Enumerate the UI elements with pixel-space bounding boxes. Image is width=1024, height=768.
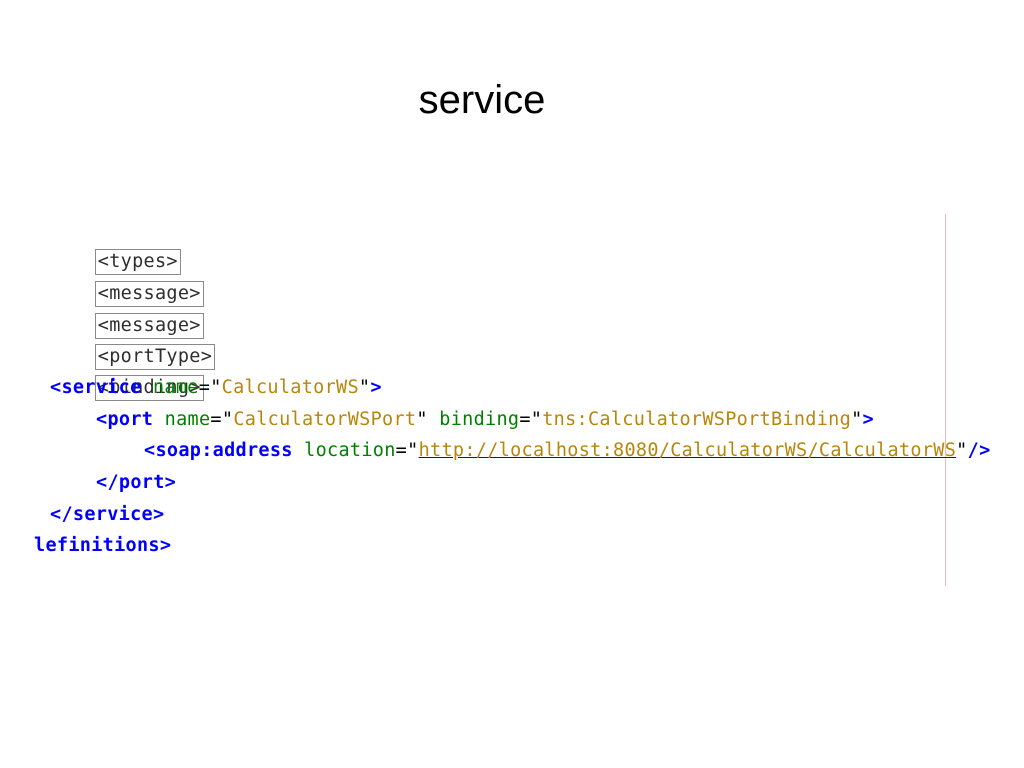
code-line-port-close: </port> (96, 467, 176, 498)
equals-sign: = (395, 440, 408, 461)
code-line-service-open: <service name="CalculatorWS"> (50, 372, 382, 403)
code-line-service-close: </service> (50, 499, 164, 530)
quote-mark: " (851, 409, 863, 430)
code-line-port-open: <port name="CalculatorWSPort" binding="t… (96, 404, 874, 435)
xml-code-editor[interactable]: <types> <message> <message> <portType> <… (0, 214, 1024, 586)
equals-sign: = (210, 409, 222, 430)
service-name-value: CalculatorWS (221, 377, 359, 398)
quote-mark: " (530, 409, 543, 430)
quote-mark: " (956, 440, 968, 461)
quote-mark: " (416, 409, 428, 430)
service-name-attr: name (152, 377, 199, 398)
location-url-link[interactable]: http://localhost:8080/CalculatorWS/Calcu… (418, 440, 957, 461)
folded-binding-node[interactable]: <binding> (94, 375, 204, 401)
equals-sign: = (198, 377, 211, 398)
folded-types-node[interactable]: <types> (94, 249, 181, 275)
code-line-types: <types> (49, 215, 181, 275)
tag-self-close: /> (967, 440, 991, 461)
code-line-porttype: <portType> (49, 310, 216, 370)
code-line-message-1: <message> (49, 247, 204, 307)
code-line-binding: <binding> (49, 341, 204, 401)
port-binding-value: tns:CalculatorWSPortBinding (542, 409, 852, 430)
quote-mark: " (407, 440, 419, 461)
code-line-message-2: <message> (49, 279, 204, 339)
port-open-tag: <port (96, 409, 154, 430)
slide-title: service (418, 78, 546, 122)
port-name-attr: name (164, 409, 211, 430)
equals-sign: = (519, 409, 531, 430)
quote-mark: " (358, 377, 371, 398)
editor-margin-guide (945, 214, 946, 586)
definitions-close-tag: lefinitions> (34, 535, 172, 556)
quote-mark: " (221, 409, 234, 430)
folded-porttype-node[interactable]: <portType> (94, 344, 216, 370)
port-name-value: CalculatorWSPort (233, 409, 417, 430)
quote-mark: " (210, 377, 222, 398)
location-attr: location (304, 440, 396, 461)
port-close-tag: </port> (96, 472, 177, 493)
code-line-soap-address: <soap:address location="http://localhost… (144, 435, 991, 466)
tag-close-bracket: > (862, 409, 874, 430)
code-line-definitions-close: lefinitions> (34, 530, 171, 561)
port-binding-attr: binding (439, 409, 520, 430)
folded-message-node[interactable]: <message> (94, 313, 204, 339)
service-close-tag: </service> (50, 504, 165, 525)
folded-message-node[interactable]: <message> (94, 281, 204, 307)
service-open-tag: <service (50, 377, 142, 398)
tag-close-bracket: > (370, 377, 382, 398)
soap-address-tag: <soap:address (144, 440, 293, 461)
